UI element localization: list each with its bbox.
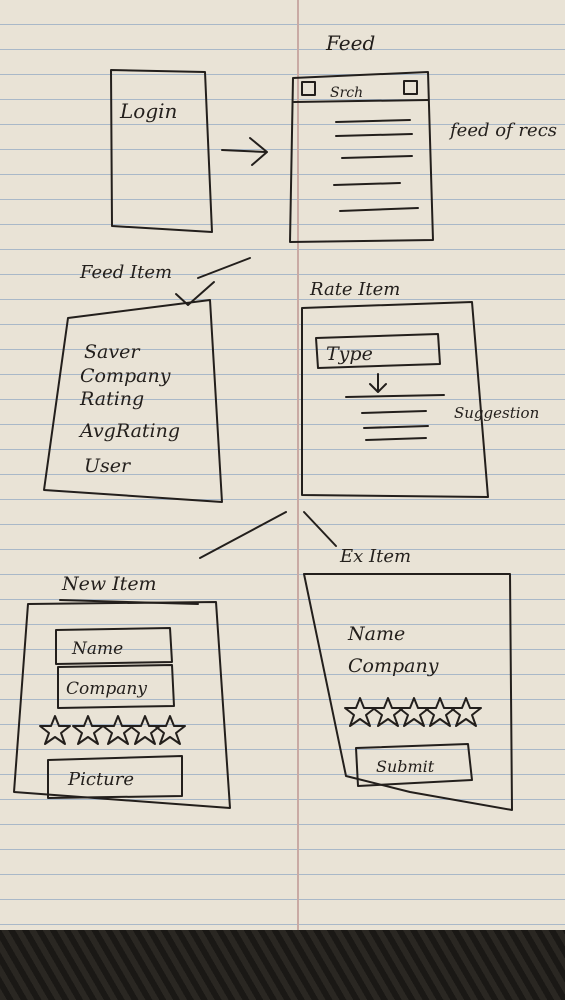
suggestion-line-1 [345,394,445,398]
rate-type-label: Type [326,343,373,365]
picture-button-label: Picture [67,769,134,790]
feed-item-frame [43,299,223,503]
submit-button [355,743,473,787]
feed-item-field-2: Company [80,365,171,387]
new-item-frame [13,601,231,809]
feed-item-field-4: AvgRating [78,420,180,442]
login-frame [110,69,213,233]
checkmark [175,281,215,306]
new-item-screen: New Item Name Company Picture [13,573,231,809]
connector-left [199,511,287,559]
company-input [57,664,175,709]
suggestion-line-4 [365,437,427,441]
star-icon [372,697,404,727]
rate-type-input [315,333,441,369]
login-screen: Login [110,69,213,233]
star-icon [129,715,161,745]
edit-item-field-1: Name [347,623,405,645]
edit-item-frame [303,573,513,811]
rate-item-screen: Rate Item Type Suggestion [301,279,539,498]
picture-button [47,755,183,799]
edit-item-field-2: Company [348,655,439,677]
feed-item-field-5: User [84,455,132,477]
feed-title: Feed [325,31,375,55]
star-icon [72,715,104,745]
connector-right [303,511,337,547]
feed-list-line-1 [335,119,411,123]
new-item-star-rating [39,715,186,745]
feed-screen: Feed Srch feed of recs [289,31,557,243]
company-input-label: Company [66,679,147,699]
rate-item-title: Rate Item [309,279,400,300]
notebook-paper [0,0,565,930]
title-underline [197,257,251,279]
suggestion-line-3 [363,425,429,429]
rate-item-frame [301,301,489,498]
feed-item-screen: Feed Item Saver Company Rating AvgRating… [43,257,251,503]
edit-item-screen: Ex Item Name Company Submit [303,546,513,811]
rate-down-arrow [369,373,387,393]
login-title: Login [119,99,177,123]
feed-list-line-2 [335,133,413,137]
star-icon [102,715,134,745]
star-icon [450,697,482,727]
suggestion-line-2 [361,410,427,414]
edit-item-title: Ex Item [339,546,411,567]
feed-list-line-3 [341,155,413,159]
feed-frame [289,71,434,243]
submit-button-label: Submit [376,757,435,776]
star-icon [39,715,71,745]
feed-header-bar [293,99,429,103]
add-icon [301,81,316,96]
star-icon [398,697,430,727]
background-surface [0,930,565,1000]
rate-side-note: Suggestion [454,404,539,422]
login-to-feed-arrow [221,137,268,166]
feed-side-note: feed of recs [448,120,557,141]
star-icon [154,715,186,745]
feed-item-field-1: Saver [84,341,141,363]
feed-item-field-3: Rating [79,388,144,410]
name-input [55,627,173,665]
star-icon [424,697,456,727]
new-item-title: New Item [61,573,157,595]
star-icon [344,697,376,727]
feed-list-line-5 [339,207,419,212]
feed-list-line-4 [333,182,401,186]
name-input-label: Name [71,639,123,659]
feed-item-title: Feed Item [79,262,172,283]
menu-icon [403,80,418,95]
notebook-margin-line [297,0,299,930]
feed-search-label: Srch [330,85,363,101]
edit-item-star-rating [344,697,482,727]
